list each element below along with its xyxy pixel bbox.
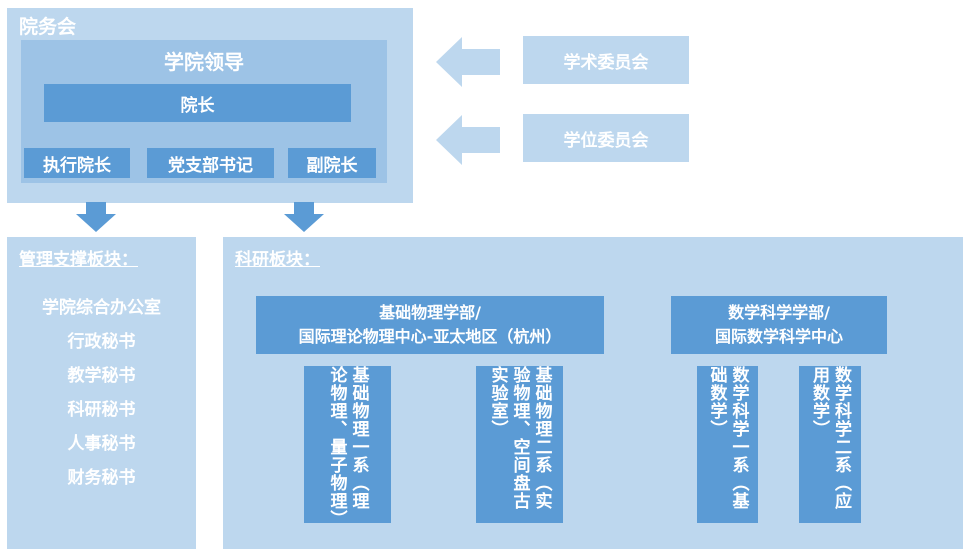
academic-committee-arrow-icon: [436, 37, 500, 87]
management-item-teaching-secretary: 教学秘书: [67, 366, 136, 386]
leadership-title: 学院领导: [164, 49, 244, 74]
math-division-title-line1: 数学科学学部/: [728, 303, 830, 322]
degree-committee-box: 学位委员会: [523, 114, 689, 162]
role-vice-dean: 副院长: [288, 148, 376, 178]
math-division-box: 数学科学学部/ 国际数学科学中心: [671, 296, 887, 354]
management-item-admin-secretary: 行政秘书: [67, 332, 136, 352]
math-dept-2: 数学科学二系（应用数学）: [799, 366, 861, 523]
management-item-office: 学院综合办公室: [42, 298, 161, 318]
down-arrow-management-icon: [76, 202, 116, 232]
management-item-hr-secretary: 人事秘书: [67, 434, 136, 454]
math-dept-1: 数学科学一系（基础数学）: [697, 366, 758, 523]
degree-committee-arrow-icon: [436, 115, 500, 165]
council-title: 院务会: [19, 16, 77, 38]
dean-box: 院长: [44, 84, 351, 122]
management-item-finance-secretary: 财务秘书: [67, 468, 136, 488]
research-title: 科研板块：: [235, 250, 320, 270]
management-panel: 管理支撑板块： 学院综合办公室 行政秘书 教学秘书 科研秘书 人事秘书 财务秘书: [7, 237, 196, 549]
physics-dept-1: 基础物理一系（理论物理、量子物理）: [304, 366, 391, 528]
physics-dept-2: 基础物理二系（实验物理、空间盘古实验室）: [476, 366, 563, 523]
physics-division-title-line2: 国际理论物理中心-亚太地区（杭州）: [298, 327, 562, 346]
physics-division-title-line1: 基础物理学部/: [379, 303, 481, 322]
down-arrow-research-icon: [284, 202, 324, 232]
role-party-secretary: 党支部书记: [147, 148, 274, 178]
management-title: 管理支撑板块：: [19, 250, 138, 270]
physics-division-box: 基础物理学部/ 国际理论物理中心-亚太地区（杭州）: [256, 296, 604, 354]
math-division-title-line2: 国际数学科学中心: [714, 327, 843, 346]
management-list: 学院综合办公室 行政秘书 教学秘书 科研秘书 人事秘书 财务秘书: [7, 291, 196, 495]
management-item-research-secretary: 科研秘书: [67, 400, 136, 420]
role-executive-dean: 执行院长: [24, 148, 130, 178]
academic-committee-box: 学术委员会: [523, 36, 689, 84]
